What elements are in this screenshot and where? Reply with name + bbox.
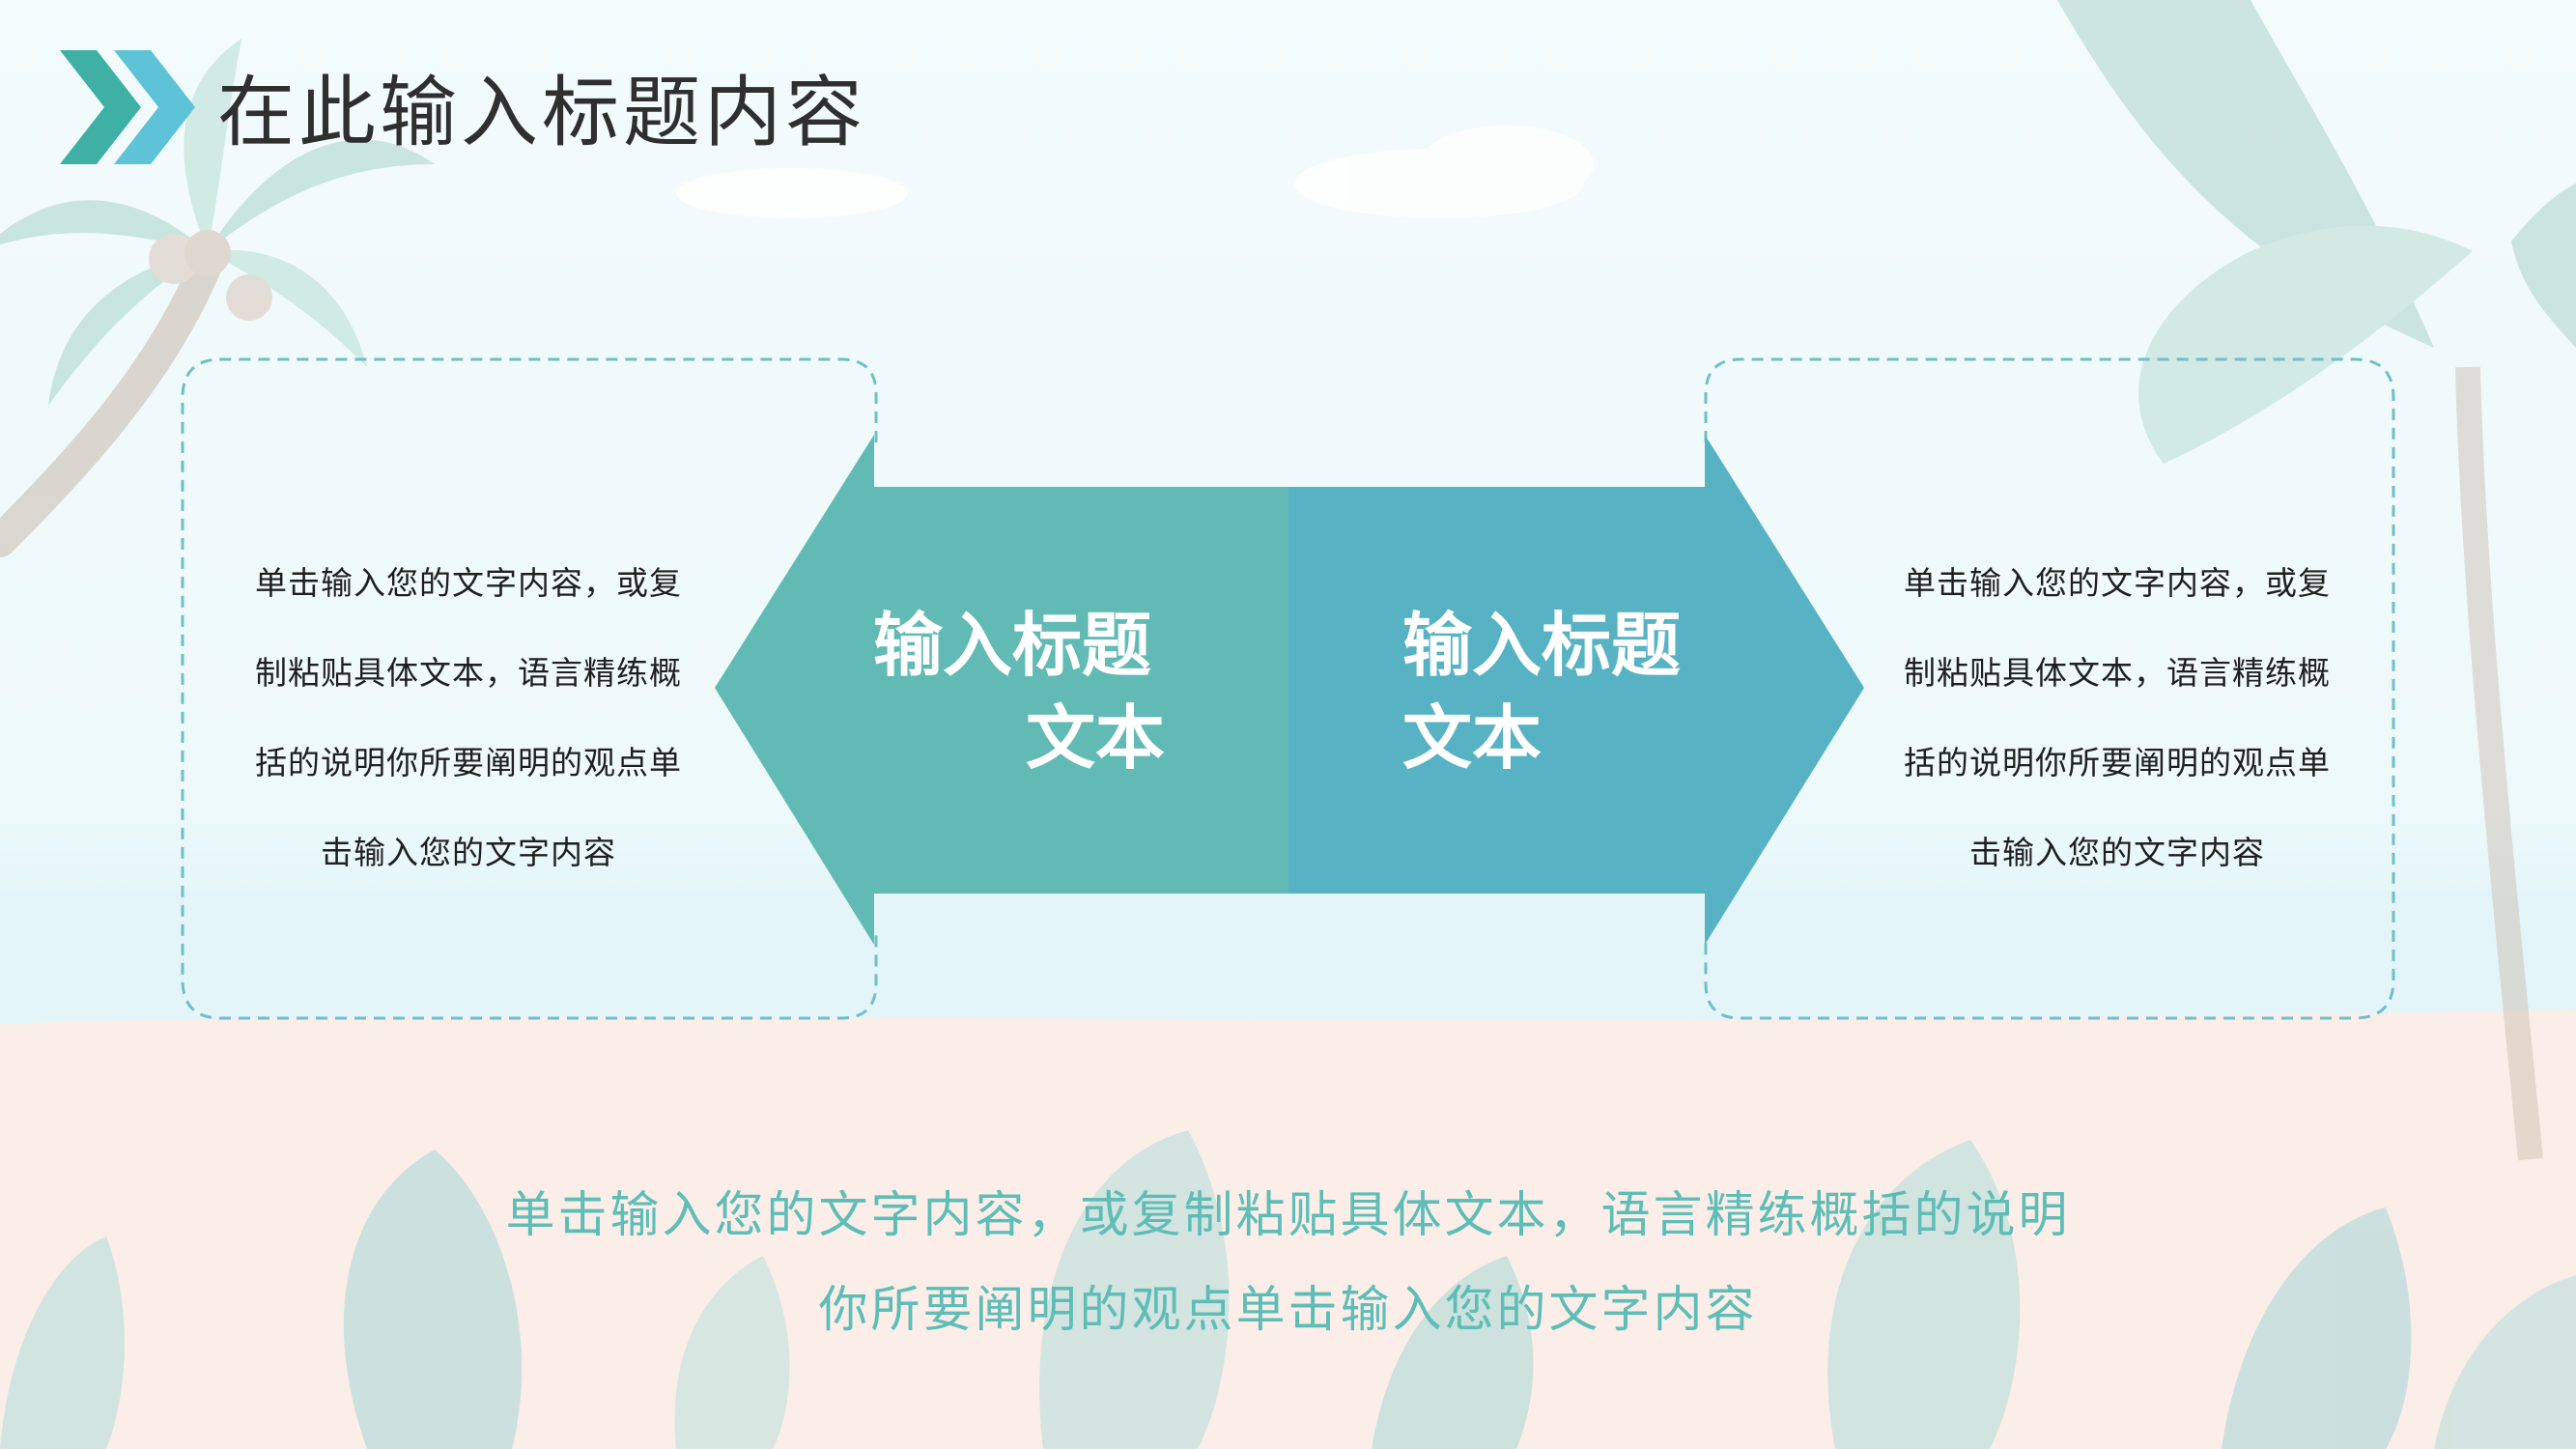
sea-band xyxy=(0,891,2576,1036)
double-arrow-shape xyxy=(715,435,1864,945)
left-panel-line: 单击输入您的文字内容，或复 xyxy=(255,564,682,602)
right-panel-line: 单击输入您的文字内容，或复 xyxy=(1904,564,2331,602)
left-panel-text: 单击输入您的文字内容，或复 制粘贴具体文本，语言精练概 括的说明你所要阐明的观点… xyxy=(217,538,720,897)
left-panel-line: 括的说明你所要阐明的观点单 xyxy=(255,744,682,781)
right-panel-line: 制粘贴具体文本，语言精练概 xyxy=(1904,654,2331,692)
right-panel-line: 击输入您的文字内容 xyxy=(1969,834,2265,871)
caption-line: 单击输入您的文字内容，或复制粘贴具体文本，语言精练概括的说明 xyxy=(505,1187,2071,1244)
left-arrow-shape xyxy=(715,435,1288,945)
right-panel-text: 单击输入您的文字内容，或复 制粘贴具体文本，语言精练概 括的说明你所要阐明的观点… xyxy=(1866,538,2368,897)
right-dashed-frame xyxy=(1704,357,2395,1020)
palm-leaf-illustration xyxy=(2057,0,2576,1161)
left-panel-line: 击输入您的文字内容 xyxy=(321,834,616,871)
sand-area xyxy=(0,1009,2576,1449)
cloud-shapes xyxy=(676,126,1594,218)
page-title: 在此输入标题内容 xyxy=(217,68,866,157)
palm-tree-illustration xyxy=(0,39,435,557)
right-arrow-label-line1: 输入标题 xyxy=(1402,605,1682,686)
left-arrow-label-line2: 文本 xyxy=(1026,697,1166,779)
chevron-double-right-icon xyxy=(60,50,195,164)
caption-line: 你所要阐明的观点单击输入您的文字内容 xyxy=(818,1282,1758,1339)
right-panel-line: 括的说明你所要阐明的观点单 xyxy=(1904,744,2331,781)
left-panel-line: 制粘贴具体文本，语言精练概 xyxy=(255,654,682,692)
left-arrow-label-line1: 输入标题 xyxy=(873,605,1152,686)
left-dashed-frame xyxy=(181,357,878,1020)
bottom-caption: 单击输入您的文字内容，或复制粘贴具体文本，语言精练概括的说明 你所要阐明的观点单… xyxy=(328,1169,2248,1358)
right-arrow-label-line2: 文本 xyxy=(1402,697,1543,779)
right-arrow-shape xyxy=(1288,435,1864,945)
foliage-illustration xyxy=(0,1130,2576,1449)
